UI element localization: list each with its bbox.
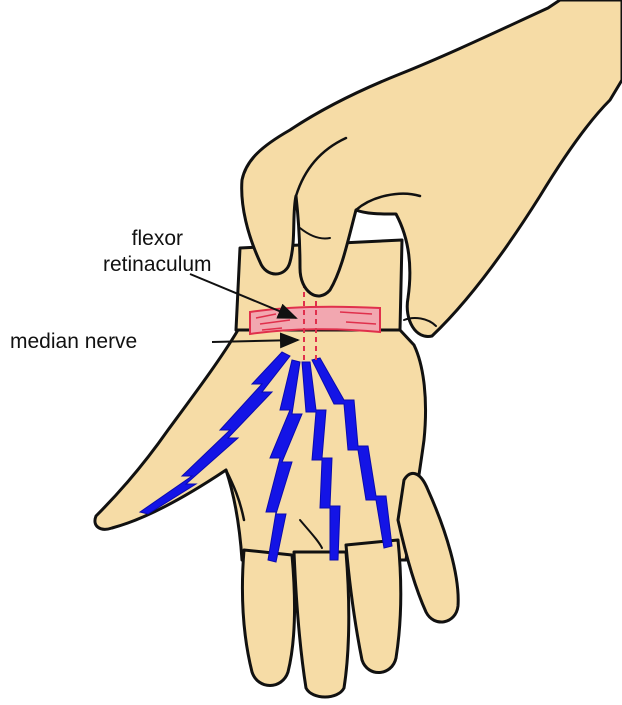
flexor-label-line2: retinaculum (103, 252, 183, 278)
flexor-label-line1: flexor (103, 226, 183, 252)
median-nerve-label: median nerve (10, 329, 137, 355)
flexor-retinaculum-label: flexor retinaculum (103, 226, 183, 278)
